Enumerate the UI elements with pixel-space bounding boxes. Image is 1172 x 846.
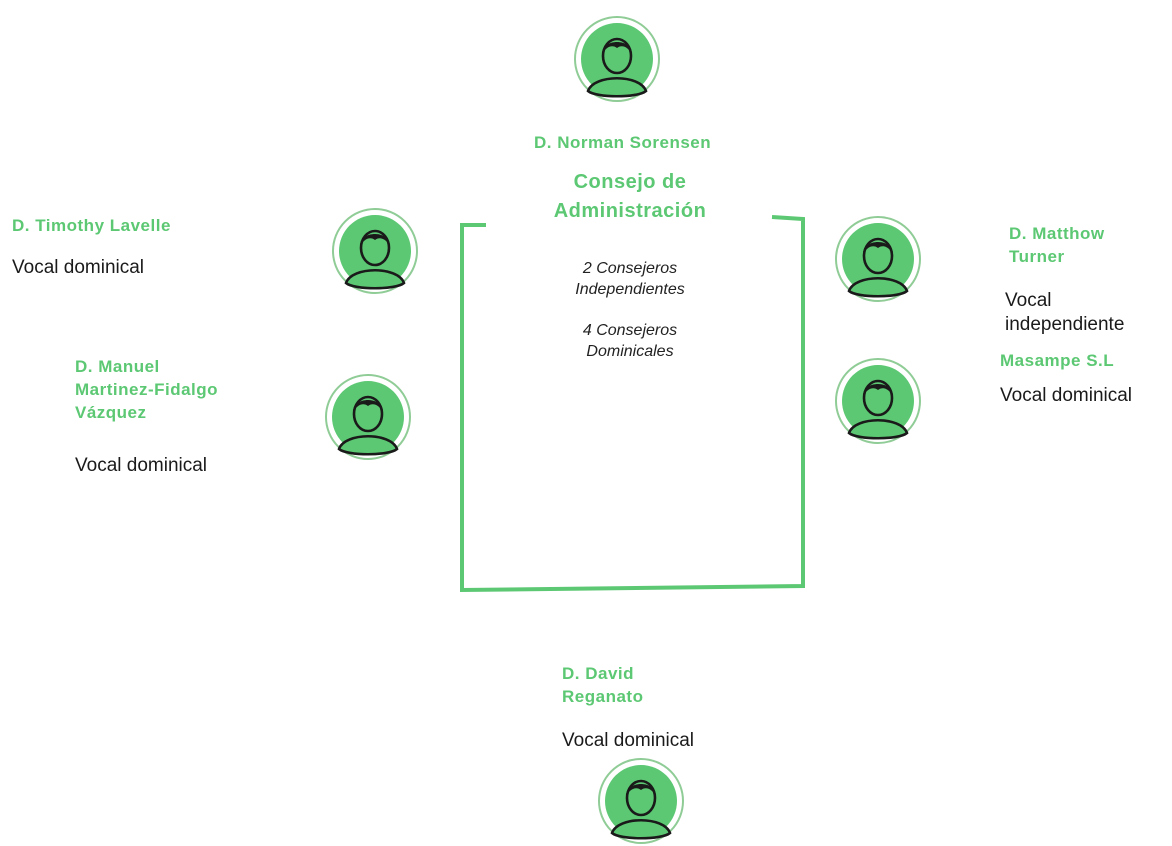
person-avatar-icon [835, 216, 921, 302]
name-line: D. Norman Sorensen [534, 133, 712, 152]
name-line: Vázquez [75, 403, 147, 422]
person-avatar-icon [332, 208, 418, 294]
role-line: Vocal dominical [12, 257, 145, 278]
name-line: D. Matthow [1009, 224, 1105, 243]
person-avatar-icon [835, 358, 921, 444]
role-line: Vocal dominical [1000, 385, 1133, 406]
board-composition: 2 Consejeros Independientes 4 Consejeros… [520, 258, 740, 362]
name-line: Masampe S.L [1000, 351, 1115, 370]
person-avatar-icon [574, 16, 660, 102]
name-line: Reganato [562, 687, 644, 706]
composition-line: Dominicales [586, 343, 674, 360]
name-line: D. David [562, 664, 635, 683]
member-name-manuel-martinez-fidalgo: D. Manuel Martinez-Fidalgo Vázquez [75, 355, 218, 424]
board-title-line2: Administración [553, 200, 707, 222]
board-title: Consejo de Administración [520, 168, 740, 226]
composition-line: 2 Consejeros [582, 260, 678, 277]
member-name-norman-sorensen: D. Norman Sorensen [534, 131, 711, 154]
member-role-manuel-martinez-fidalgo: Vocal dominical [75, 454, 207, 478]
role-line: Vocal [1005, 290, 1052, 311]
composition-line: 4 Consejeros [582, 322, 678, 339]
role-line: Vocal dominical [75, 455, 208, 476]
board-title-line1: Consejo de [573, 171, 687, 193]
member-role-matthow-turner: Vocal independiente [1005, 289, 1124, 337]
person-avatar-icon [325, 374, 411, 460]
avatar-matthow-turner [833, 214, 923, 304]
avatar-norman-sorensen [572, 14, 662, 104]
name-line: D. Manuel [75, 357, 160, 376]
person-avatar-icon [598, 758, 684, 844]
avatar-timothy-lavelle [330, 206, 420, 296]
member-role-masampe: Vocal dominical [1000, 384, 1132, 408]
name-line: D. Timothy Lavelle [12, 216, 171, 235]
member-name-matthow-turner: D. Matthow Turner [1009, 222, 1105, 268]
composition-line: Independientes [575, 281, 685, 298]
avatar-masampe [833, 356, 923, 446]
avatar-david-reganato [596, 756, 686, 846]
role-line: independiente [1005, 314, 1125, 335]
member-name-timothy-lavelle: D. Timothy Lavelle [12, 214, 171, 237]
avatar-manuel-martinez-fidalgo [323, 372, 413, 462]
role-line: Vocal dominical [562, 730, 695, 751]
member-name-masampe: Masampe S.L [1000, 349, 1114, 372]
name-line: Turner [1009, 247, 1065, 266]
name-line: Martinez-Fidalgo [75, 380, 219, 399]
member-name-david-reganato: D. David Reganato [562, 662, 643, 708]
member-role-timothy-lavelle: Vocal dominical [12, 256, 144, 280]
member-role-david-reganato: Vocal dominical [562, 729, 694, 753]
